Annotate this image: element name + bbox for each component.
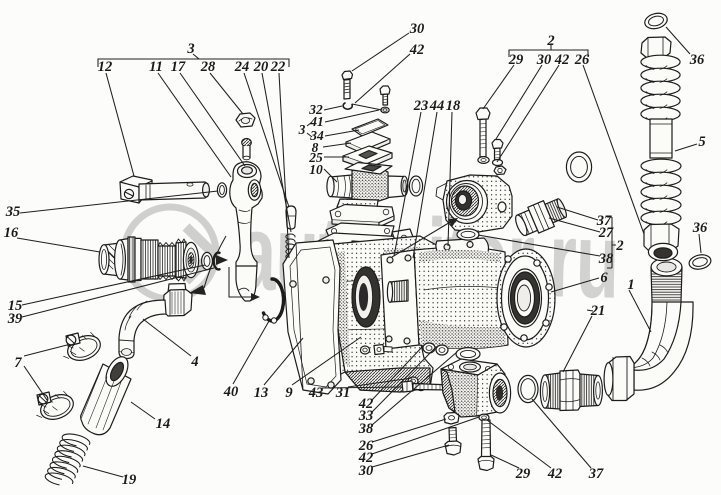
svg-text:28: 28 <box>200 59 216 75</box>
svg-text:29: 29 <box>515 466 531 482</box>
svg-text:2: 2 <box>615 238 623 254</box>
svg-text:18: 18 <box>446 98 461 114</box>
svg-text:16: 16 <box>4 225 19 241</box>
svg-text:9: 9 <box>285 385 292 401</box>
svg-text:35: 35 <box>5 204 21 220</box>
svg-text:32: 32 <box>308 102 323 117</box>
svg-text:12: 12 <box>98 59 113 75</box>
svg-text:38: 38 <box>598 251 614 267</box>
svg-text:24: 24 <box>234 59 250 75</box>
svg-text:25: 25 <box>308 150 323 165</box>
svg-text:37: 37 <box>588 466 604 482</box>
svg-text:8: 8 <box>312 140 319 155</box>
svg-text:3: 3 <box>186 41 194 57</box>
svg-text:44: 44 <box>429 98 445 114</box>
svg-text:42: 42 <box>547 466 563 482</box>
svg-text:30: 30 <box>409 21 425 37</box>
svg-text:34: 34 <box>309 128 324 143</box>
svg-text:11: 11 <box>149 59 163 75</box>
svg-text:31: 31 <box>335 385 351 401</box>
svg-text:10: 10 <box>309 162 323 177</box>
svg-text:33: 33 <box>358 408 374 424</box>
svg-text:15: 15 <box>8 298 23 314</box>
svg-text:30: 30 <box>358 463 374 479</box>
svg-text:30: 30 <box>536 52 552 68</box>
svg-text:36: 36 <box>692 220 708 236</box>
svg-text:42: 42 <box>409 42 425 58</box>
svg-text:3: 3 <box>298 122 306 137</box>
svg-text:42: 42 <box>358 450 374 466</box>
svg-text:22: 22 <box>270 59 286 75</box>
svg-text:20: 20 <box>253 59 269 75</box>
svg-text:41: 41 <box>309 114 324 129</box>
svg-text:26: 26 <box>574 52 590 68</box>
svg-text:23: 23 <box>413 98 429 114</box>
svg-text:27: 27 <box>598 225 614 241</box>
svg-text:4: 4 <box>190 354 198 370</box>
svg-text:19: 19 <box>122 472 137 488</box>
svg-text:5: 5 <box>698 134 705 150</box>
svg-text:17: 17 <box>171 59 186 75</box>
svg-text:26: 26 <box>358 438 374 454</box>
svg-text:39: 39 <box>7 311 23 327</box>
svg-text:38: 38 <box>358 421 374 437</box>
svg-text:14: 14 <box>156 416 171 432</box>
svg-text:36: 36 <box>689 52 705 68</box>
svg-text:6: 6 <box>600 270 608 286</box>
svg-text:40: 40 <box>223 384 239 400</box>
svg-text:42: 42 <box>554 52 570 68</box>
svg-text:37: 37 <box>596 213 612 229</box>
svg-text:2: 2 <box>546 33 554 49</box>
svg-text:13: 13 <box>254 385 269 401</box>
svg-text:21: 21 <box>590 303 606 319</box>
svg-text:42: 42 <box>358 396 374 412</box>
svg-text:29: 29 <box>508 52 524 68</box>
svg-text:43: 43 <box>308 385 324 401</box>
svg-text:7: 7 <box>14 355 22 371</box>
svg-text:1: 1 <box>627 277 634 293</box>
